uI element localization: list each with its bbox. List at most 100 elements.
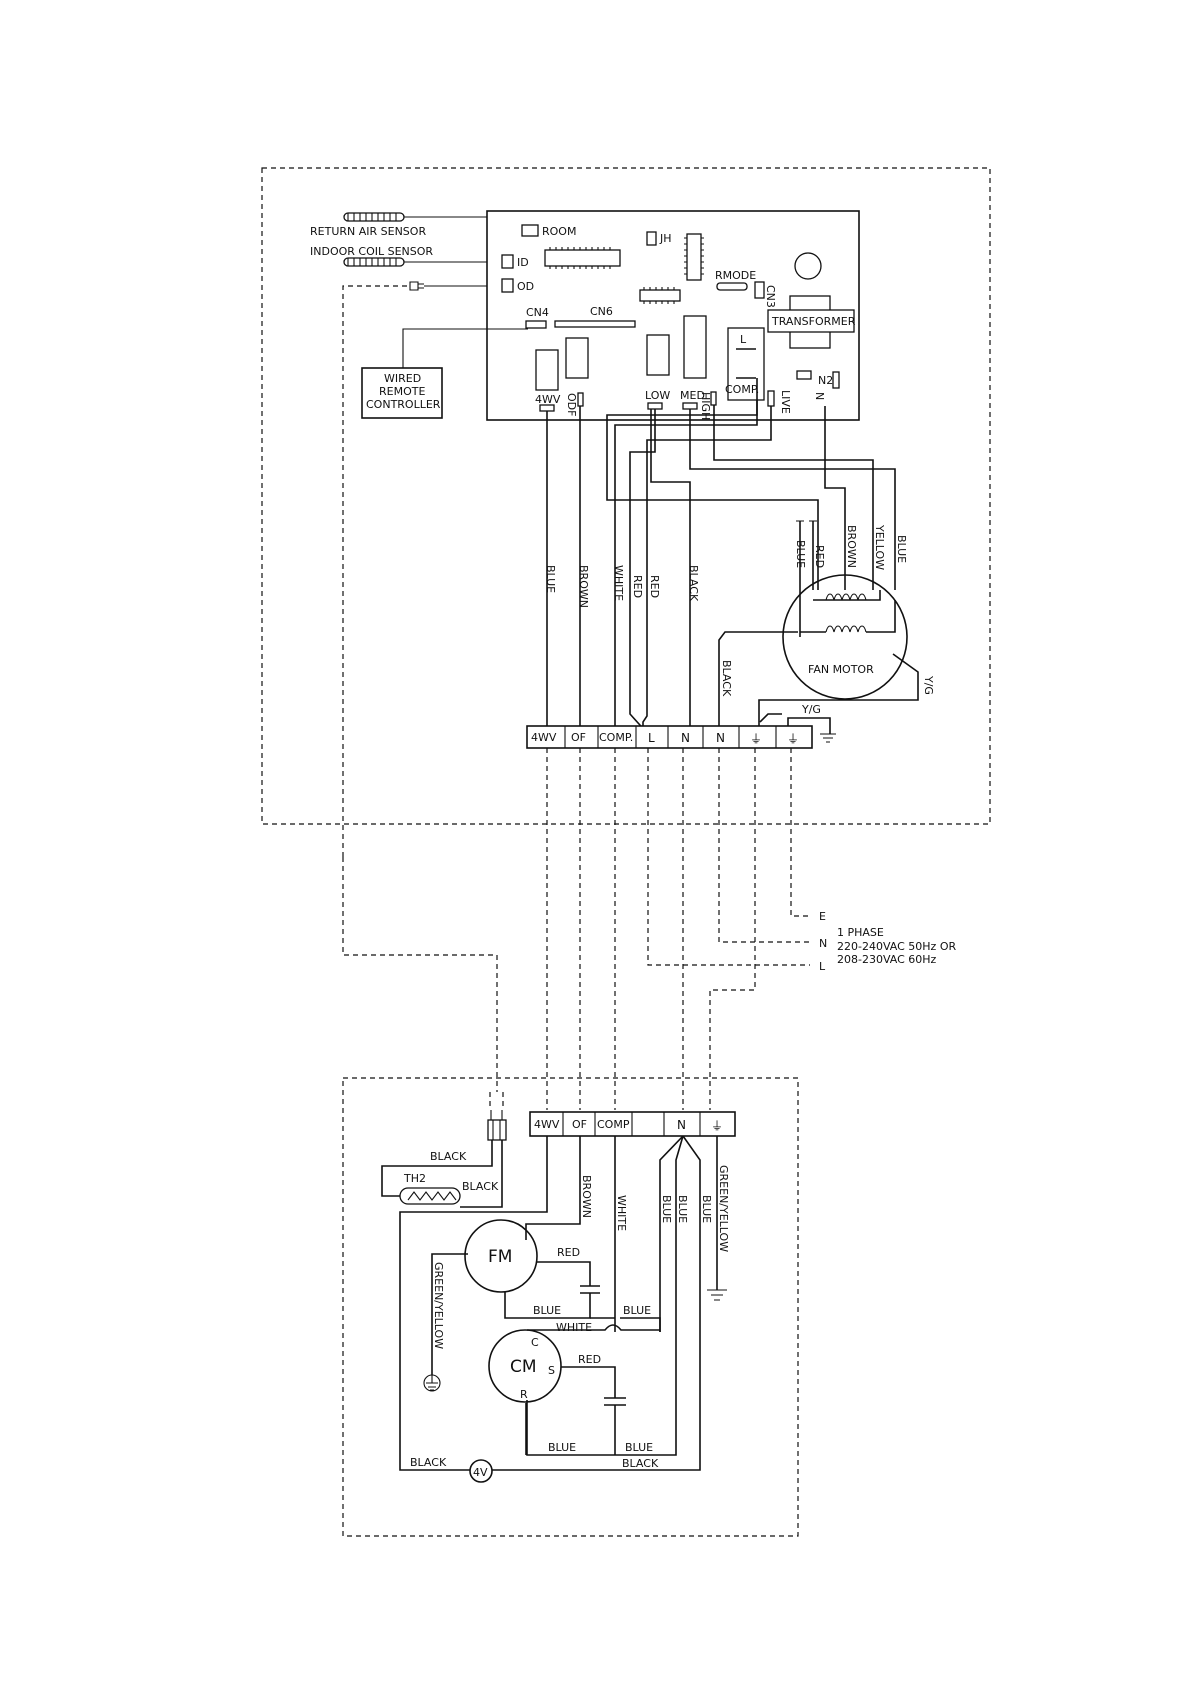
- terminal-4wv: 4WV: [531, 731, 557, 744]
- outdoor-terminal-block: 4WV OF COMP N ⏚: [529, 1111, 736, 1137]
- cm-pin-c: C: [531, 1336, 539, 1349]
- fan-yg-label: Y/G: [922, 675, 935, 695]
- power-desc-1: 1 PHASE: [837, 926, 884, 939]
- fm-red-label: RED: [557, 1246, 580, 1259]
- indoor-yg-label: Y/G: [801, 703, 821, 716]
- out-high-label: HIGH: [699, 392, 712, 420]
- relay-fan: [683, 315, 707, 379]
- power-l: L: [819, 960, 826, 973]
- buzzer: [794, 252, 822, 280]
- terminal-earth: ⏚: [750, 732, 762, 746]
- indoor-unit: RETURN AIR SENSOR INDOOR COIL SENSOR ROO…: [261, 167, 991, 857]
- th2-black-label: BLACK: [462, 1180, 499, 1193]
- power-desc-2: 220-240VAC 50Hz OR: [837, 940, 956, 953]
- indoor-terminal-block: 4WV OF COMP. L N N ⏚ ⏚: [526, 725, 813, 749]
- valve-black-right: BLACK: [622, 1457, 659, 1470]
- relay-low: [646, 334, 670, 376]
- power-n: N: [819, 937, 827, 950]
- indoor-coil-sensor-label: INDOOR COIL SENSOR: [310, 245, 433, 258]
- fm-white-label: WHITE: [556, 1321, 592, 1334]
- cm-label: CM: [510, 1357, 537, 1377]
- terminal-comp: COMP.: [599, 731, 633, 744]
- out-comp-label: COMP.: [725, 383, 759, 396]
- out-low-pin: [647, 402, 663, 410]
- cm-red-label: RED: [578, 1353, 601, 1366]
- out-wire-blue-2: BLUE: [676, 1195, 689, 1223]
- indoor-earth: Y/G: [759, 703, 836, 743]
- outdoor-unit-border: [342, 1077, 799, 1537]
- out-terminal-of: OF: [572, 1118, 587, 1131]
- out-4wv-label: 4WV: [535, 393, 561, 406]
- od-connector: [501, 278, 514, 293]
- relay-4wv: [535, 349, 559, 391]
- cn4-label: CN4: [526, 306, 549, 319]
- indoor-unit-border: [261, 167, 991, 825]
- out-wire-brown: BROWN: [580, 1175, 593, 1218]
- out-terminal-comp: COMP: [597, 1118, 630, 1131]
- out-n-label: N: [813, 392, 826, 400]
- outdoor-unit: BLACK TH2 BLACK 4WV OF COMP N ⏚ BROWN: [342, 1077, 799, 1537]
- cn3-connector: [754, 281, 765, 299]
- outdoor-fan-motor: FM RED BLUE WHITE BLUE GREEN/YELLOW: [423, 1219, 661, 1392]
- out-med-pin: [682, 402, 698, 410]
- n2-label: N2: [818, 374, 833, 387]
- room-connector: [521, 224, 539, 237]
- valve-label: 4V: [473, 1466, 488, 1479]
- fm-blue-label: BLUE: [533, 1304, 561, 1317]
- relay-odf: [565, 337, 589, 379]
- terminal-l: L: [648, 731, 655, 745]
- out-terminal-n: N: [677, 1118, 686, 1132]
- fan-wire-yellow-label: YELLOW: [873, 524, 886, 570]
- wired-remote-controller: WIRED REMOTE CONTROLLER: [361, 328, 528, 419]
- fan-wire-red-label: RED: [813, 545, 826, 568]
- fan-black-label: BLACK: [720, 660, 733, 697]
- id-label: ID: [517, 256, 529, 269]
- return-air-sensor-label: RETURN AIR SENSOR: [310, 225, 426, 238]
- out-high-pin: [710, 391, 717, 406]
- jh-connector: [646, 231, 657, 246]
- id-connector: [501, 254, 514, 269]
- out-wire-white: WHITE: [615, 1195, 628, 1231]
- terminal-n: N: [681, 731, 690, 745]
- wired-remote-line-2: REMOTE: [379, 385, 425, 398]
- fan-motor-label: FAN MOTOR: [808, 663, 874, 676]
- cn4-connector: [525, 320, 547, 329]
- cm-pin-r: R: [520, 1388, 528, 1401]
- fm-gy-label: GREEN/YELLOW: [432, 1262, 445, 1349]
- power-desc-3: 208-230VAC 60Hz: [837, 953, 937, 966]
- transformer: TRANSFORMER: [767, 295, 856, 349]
- fan-motor: FAN MOTOR BLUE RED BROWN YELLOW BLUE BLA…: [718, 520, 935, 734]
- wire-white-label: WHITE: [612, 565, 625, 601]
- fm-label: FM: [488, 1247, 512, 1267]
- terminal-n2: N: [716, 731, 725, 745]
- cn3-label: CN3: [764, 285, 777, 308]
- terminal-earth2: ⏚: [787, 732, 799, 746]
- ic-chip-main: [544, 247, 621, 269]
- wired-remote-line-1: WIRED: [384, 372, 421, 385]
- jh-label: JH: [659, 232, 672, 245]
- out-wire-gy: GREEN/YELLOW: [717, 1165, 730, 1252]
- th2-sensor: BLACK TH2 BLACK: [381, 1092, 507, 1208]
- indoor-wires: BLUE BROWN WHITE RED RED BLACK: [544, 378, 896, 735]
- rmode-crystal: [716, 282, 748, 291]
- fuse: [796, 370, 812, 380]
- relay-comp: L: [727, 327, 765, 401]
- compressor-motor: CM C S R RED BLUE BLUE: [488, 1329, 653, 1455]
- out-med-label: MED: [680, 389, 705, 402]
- out-odf-label: ODF: [565, 393, 578, 416]
- fan-wire-brown-label: BROWN: [845, 525, 858, 568]
- out-low-label: LOW: [645, 389, 670, 402]
- wire-brown-label: BROWN: [577, 565, 590, 608]
- out-wire-blue-3: BLUE: [700, 1195, 713, 1223]
- wire-red-label-2: RED: [648, 575, 661, 598]
- ic-chip-vertical: [684, 233, 704, 281]
- out-terminal-earth: ⏚: [711, 1119, 723, 1133]
- cn6-connector: [554, 320, 636, 328]
- indoor-coil-sensor: INDOOR COIL SENSOR: [310, 245, 498, 267]
- fm-blue-right-label: BLUE: [623, 1304, 651, 1317]
- n2-connector: [832, 371, 840, 389]
- terminal-of: OF: [571, 731, 586, 744]
- out-4wv-pin: [539, 404, 555, 412]
- relay-l-label: L: [740, 333, 747, 346]
